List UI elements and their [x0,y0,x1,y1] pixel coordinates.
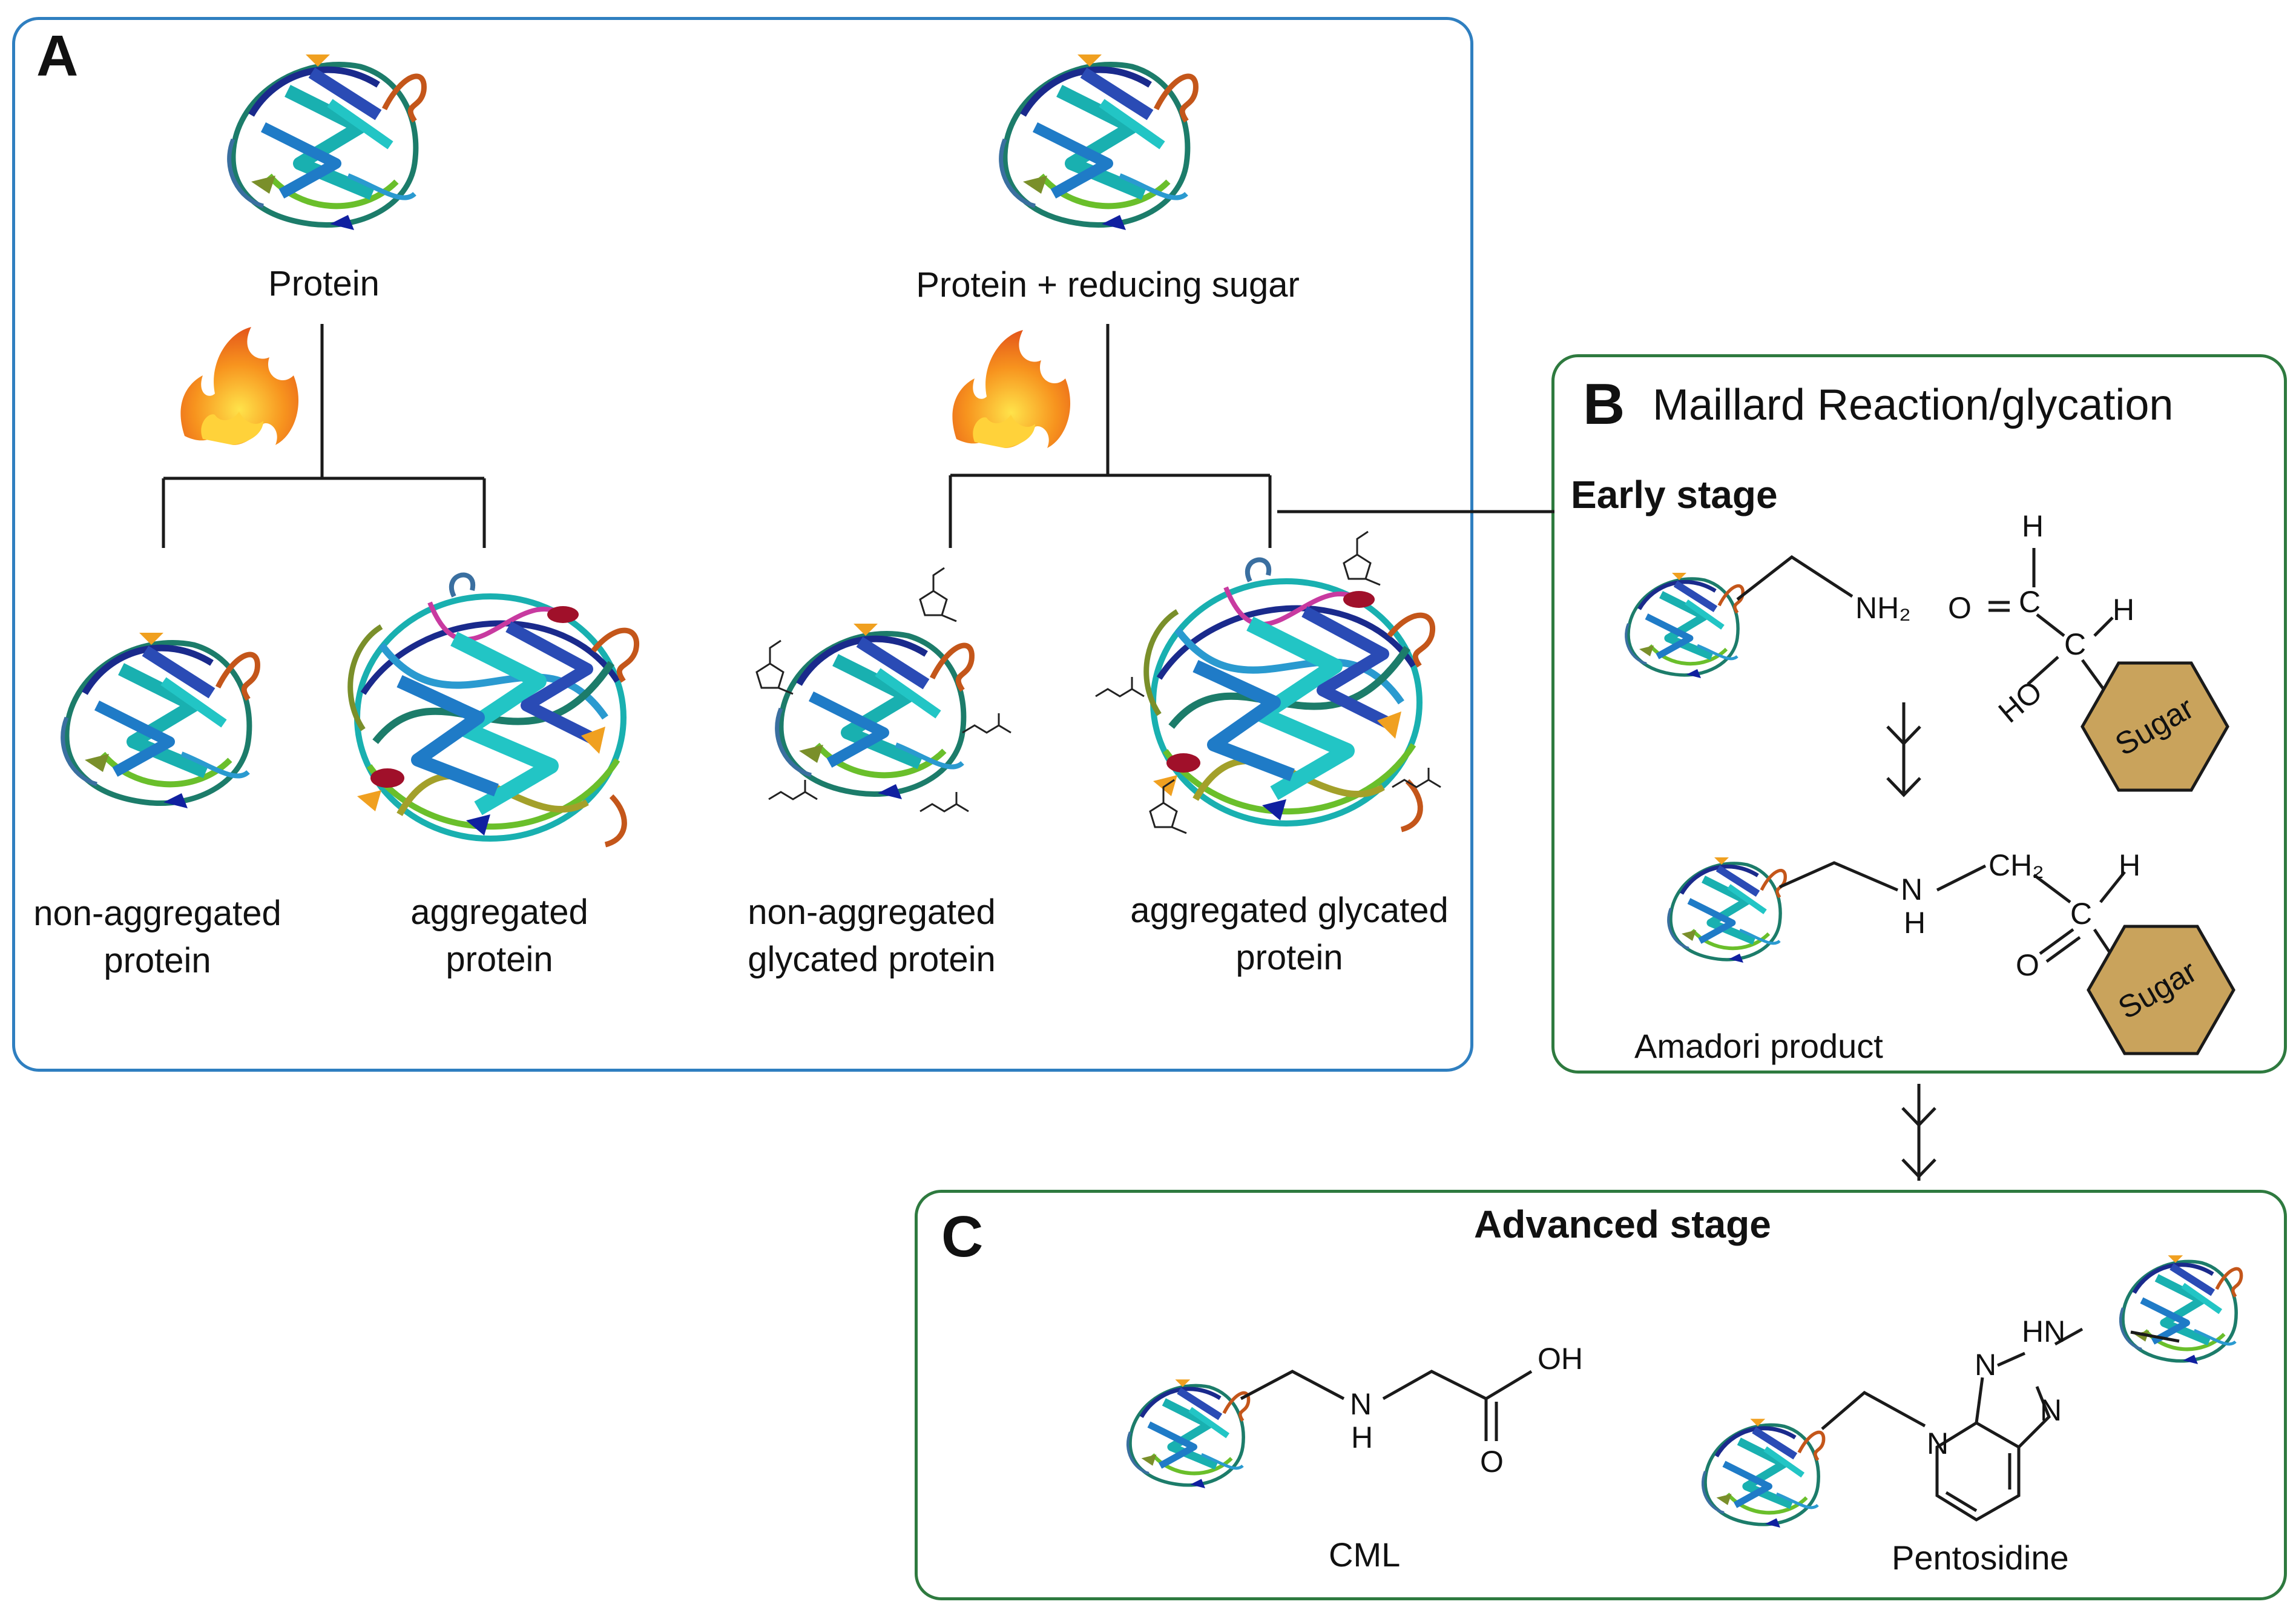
h-atom: H [2119,848,2141,882]
n-atom: N [1975,1348,1997,1382]
panel-c-frame [915,1190,2287,1600]
c-atom: C [2070,897,2093,931]
hn-group: HN [2022,1315,2066,1348]
panel-b-letter: B [1583,372,1625,437]
cml-label: CML [1329,1536,1401,1574]
branch-lines-left [162,324,486,548]
h-atom: H [1351,1420,1373,1454]
panel-a-letter: A [36,24,79,88]
protein-icon [1128,1379,1249,1488]
protein-icon [1668,857,1785,963]
c-atom: C [2064,627,2087,661]
heat-flame-icon [180,327,299,445]
double-arrow-icon [1901,1084,1936,1181]
cml-bonds [1240,1370,1533,1441]
c-atom: C [2019,585,2041,619]
panel-b-title: Maillard Reaction/glycation [1653,381,2174,429]
protein-icon [229,54,424,230]
pentosidine-label: Pentosidine [1892,1539,2069,1577]
o-atom: O [1948,591,1972,625]
early-stage-heading: Early stage [1571,473,1778,516]
h-atom: H [2113,593,2135,627]
protein-icon [1001,54,1196,230]
branch-lines-right [949,324,1554,548]
non-aggregated-protein-icon [63,633,258,808]
n-atom: N [1927,1427,1949,1460]
ch2-group: CH₂ [1988,848,2044,882]
protein-label: Protein [268,264,380,303]
non-aggregated-glycated-protein-icon [755,567,1012,813]
protein-icon [2120,1255,2242,1364]
oh-group: OH [1538,1342,1583,1376]
o-atom: O [1480,1445,1504,1479]
o-atom: O [2016,948,2039,982]
n-atom: N [1350,1387,1372,1421]
protein-sugar-label: Protein + reducing sugar [916,265,1300,305]
double-arrow-icon [1886,702,1921,797]
early-stage-bonds [1736,548,2114,694]
amadori-product-label: Amadori product [1634,1027,1883,1065]
aggregated-protein-icon [350,575,637,845]
heat-flame-icon [952,330,1071,448]
nh2-atom: NH₂ [1855,591,1911,625]
protein-icon [1626,573,1743,678]
protein-icon [1703,1419,1824,1528]
n-atom: N [1901,873,1923,906]
panel-c-letter: C [941,1204,984,1269]
n-atom: N [2040,1393,2062,1427]
pentosidine-bonds [1821,1327,2180,1522]
advanced-stage-heading: Advanced stage [1474,1203,1771,1246]
h-atom: H [1904,906,1926,940]
aggregated-glycated-protein-icon [1094,530,1442,833]
panel-b-frame [1551,354,2287,1074]
panel-a-frame [12,17,1473,1072]
h-atom: H [2022,509,2044,543]
